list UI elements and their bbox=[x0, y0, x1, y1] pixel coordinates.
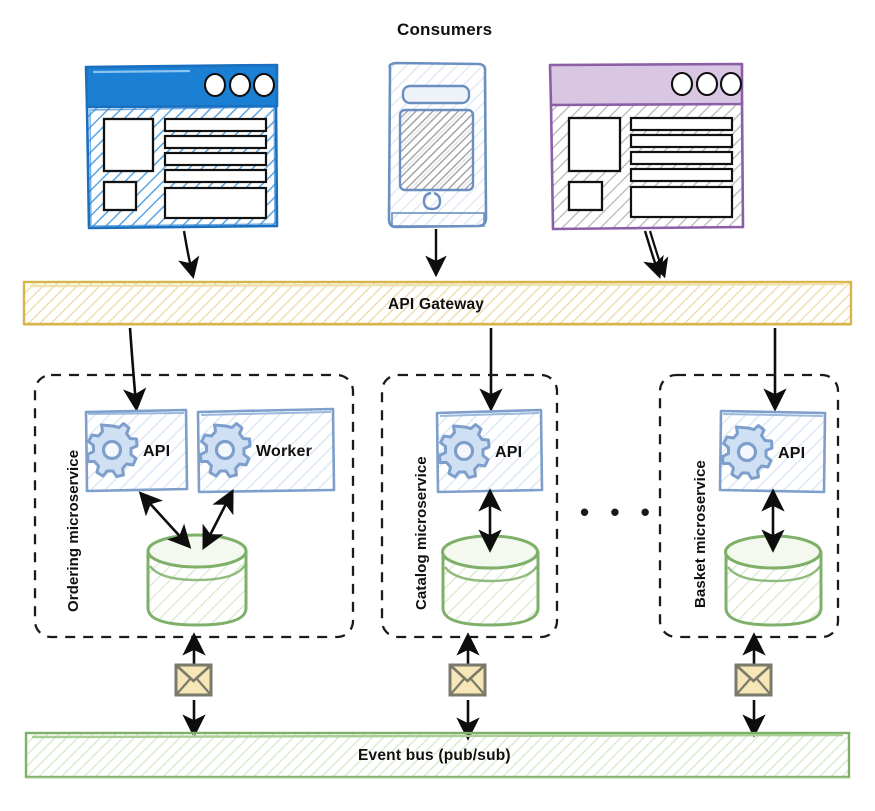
ellipsis-more-services: • • • bbox=[580, 497, 657, 527]
consumer-mobile-device[interactable] bbox=[387, 61, 488, 278]
window-dot-icon bbox=[228, 72, 252, 98]
gear-icon bbox=[199, 422, 252, 478]
microservice-basket[interactable] bbox=[658, 373, 840, 639]
speaker-slot bbox=[401, 84, 471, 105]
window-dot-icon bbox=[695, 71, 719, 97]
envelope-icon bbox=[734, 663, 773, 697]
arrow-browser-to-gateway bbox=[178, 230, 200, 280]
microservice-catalog[interactable] bbox=[380, 373, 559, 639]
gear-icon bbox=[438, 423, 491, 479]
envelope-icon bbox=[448, 663, 487, 697]
consumer-web-browser-blue[interactable] bbox=[84, 63, 279, 280]
database-cylinder bbox=[146, 533, 248, 627]
database-cylinder bbox=[724, 534, 823, 627]
phone-screen bbox=[398, 108, 475, 192]
home-button-icon bbox=[422, 191, 442, 211]
api-gateway-bar[interactable] bbox=[22, 280, 853, 326]
arrow-gateway-to-ordering bbox=[122, 327, 147, 412]
microservice-ordering[interactable] bbox=[33, 373, 355, 639]
window-dot-icon bbox=[203, 72, 227, 98]
window-dot-icon bbox=[252, 72, 276, 98]
window-dot-icon bbox=[670, 71, 694, 97]
gear-icon bbox=[721, 424, 774, 480]
envelope-icon bbox=[174, 663, 213, 697]
database-cylinder bbox=[441, 534, 540, 627]
window-dot-icon bbox=[719, 71, 743, 97]
gear-icon bbox=[86, 422, 139, 478]
arrow-api-db bbox=[138, 491, 192, 549]
consumer-web-browser-purple[interactable] bbox=[548, 62, 745, 279]
arrow-worker-db bbox=[202, 489, 234, 550]
event-bus-bar[interactable] bbox=[24, 731, 851, 779]
